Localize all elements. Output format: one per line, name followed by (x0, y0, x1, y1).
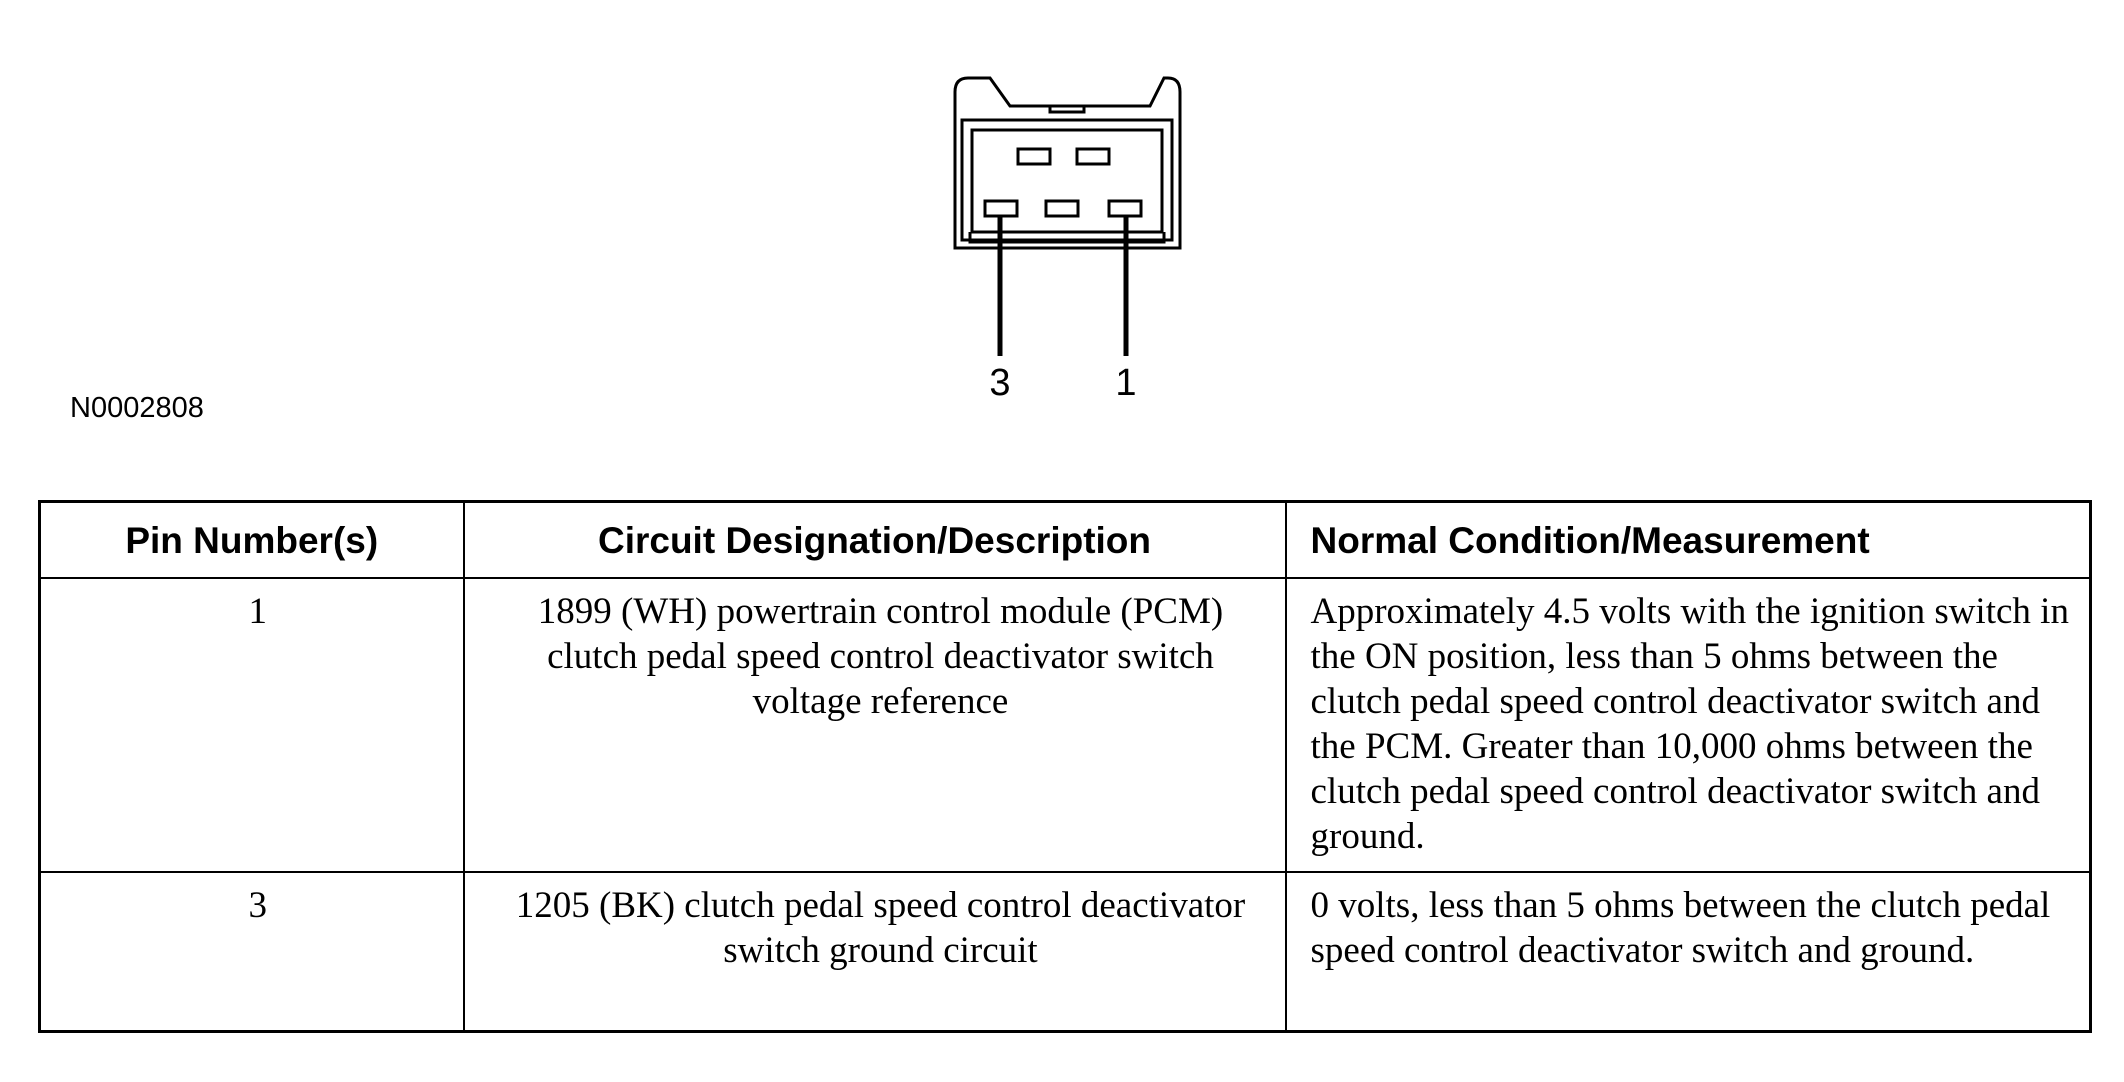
header-pin-number: Pin Number(s) (38, 500, 465, 579)
pin-cavity-top-right (1075, 147, 1111, 166)
table-row: 3 1205 (BK) clutch pedal speed control d… (38, 871, 2092, 1033)
pin-table: Pin Number(s) Circuit Designation/Descri… (38, 500, 2092, 1033)
cell-pin-number: 3 (38, 871, 465, 1033)
cell-circuit-description: 1899 (WH) powertrain control module (PCM… (462, 577, 1287, 873)
pin-cavity-top-left (1016, 147, 1052, 166)
table-header-row: Pin Number(s) Circuit Designation/Descri… (38, 500, 2092, 579)
header-normal-condition: Normal Condition/Measurement (1284, 500, 2092, 579)
cell-circuit-description: 1205 (BK) clutch pedal speed control dea… (462, 871, 1287, 1033)
pin-cavity-middle (1044, 199, 1080, 218)
connector-lower-rail (968, 232, 1166, 244)
header-circuit-description: Circuit Designation/Description (462, 500, 1287, 579)
table-row: 1 1899 (WH) powertrain control module (P… (38, 577, 2092, 873)
connector-outer-body (953, 76, 1182, 250)
cell-pin-number: 1 (38, 577, 465, 873)
figure-reference-code: N0002808 (70, 392, 204, 424)
pin-cavity-3 (983, 199, 1019, 218)
pin-cavity-1 (1107, 199, 1143, 218)
connector-inner-shell (960, 118, 1174, 242)
cell-normal-condition: Approximately 4.5 volts with the ignitio… (1284, 577, 2092, 873)
connector-cavity-frame (970, 128, 1164, 234)
cell-normal-condition: 0 volts, less than 5 ohms between the cl… (1284, 871, 2092, 1033)
connector-latch-tab (1048, 106, 1086, 114)
pin-label-1: 1 (1115, 362, 1137, 404)
pin-label-3: 3 (989, 362, 1011, 404)
